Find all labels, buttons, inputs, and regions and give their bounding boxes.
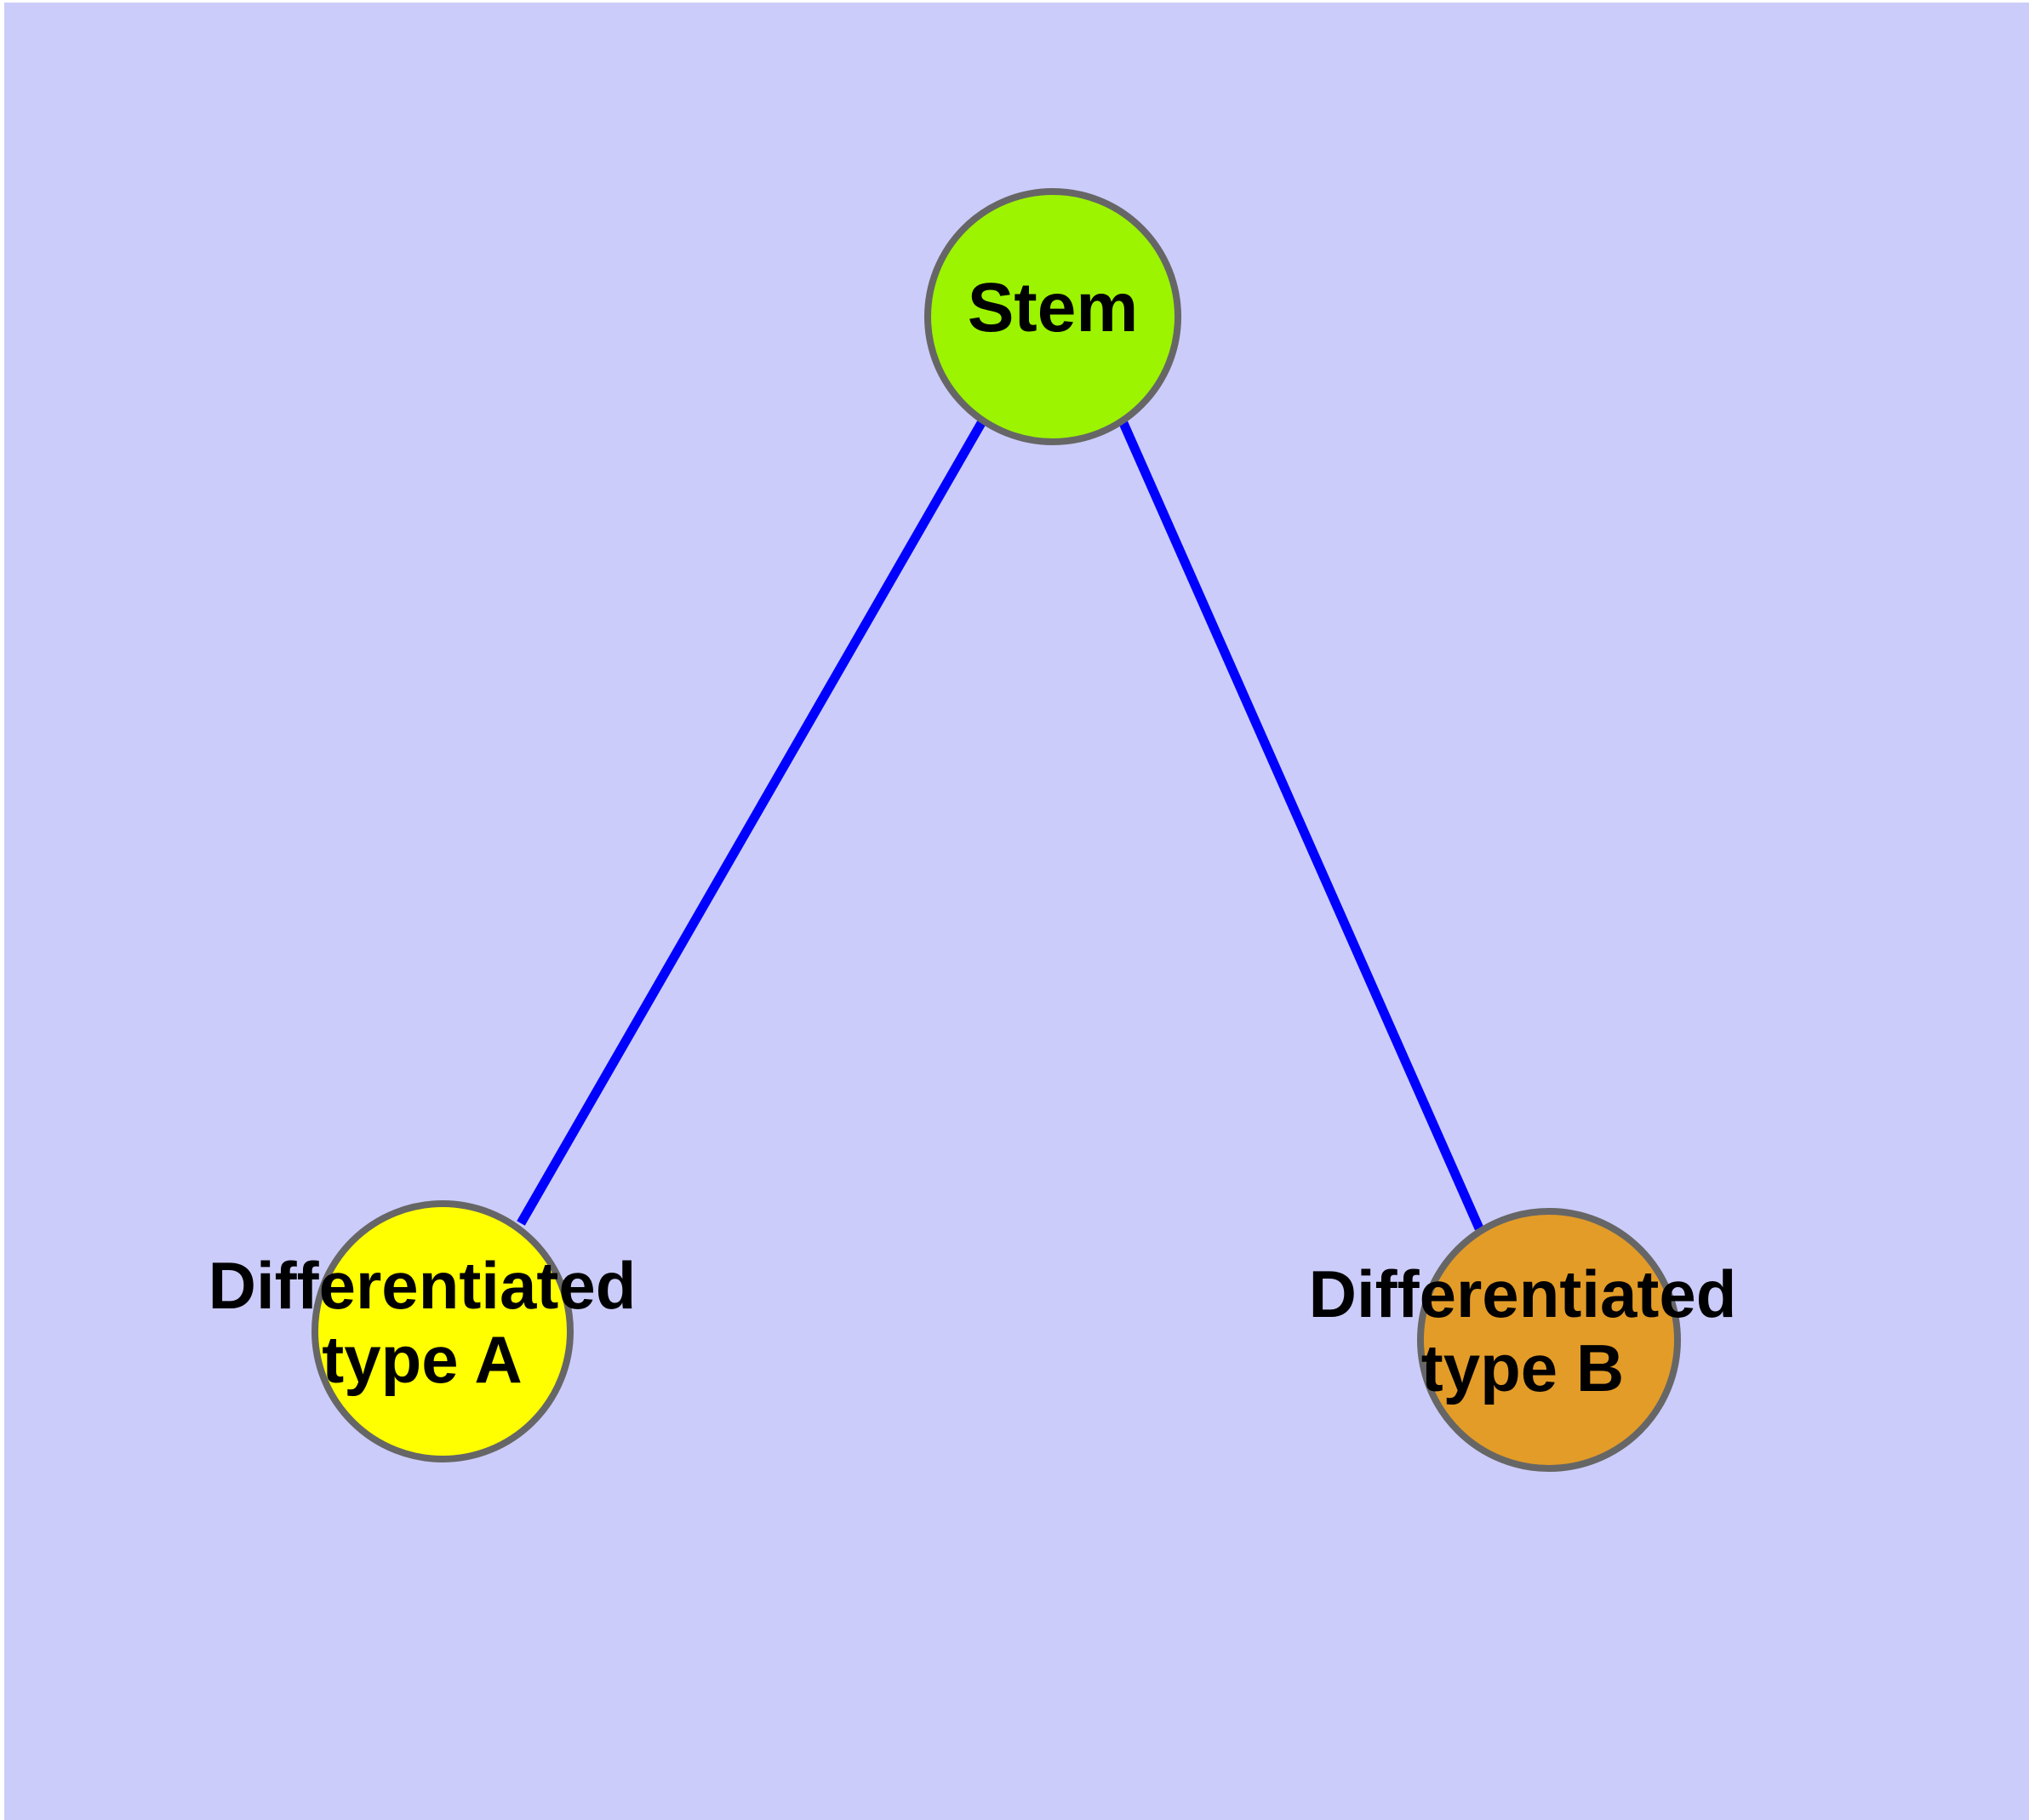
node-diff-a-circle[interactable] xyxy=(311,1200,574,1462)
node-diff-b-circle[interactable] xyxy=(1417,1208,1681,1472)
edge-stem-to-diff-b xyxy=(1118,421,1484,1231)
edge-stem-to-diff-a xyxy=(517,421,986,1226)
node-layer xyxy=(311,188,1681,1472)
node-stem-circle[interactable] xyxy=(924,188,1181,445)
edge-layer xyxy=(517,421,1484,1231)
